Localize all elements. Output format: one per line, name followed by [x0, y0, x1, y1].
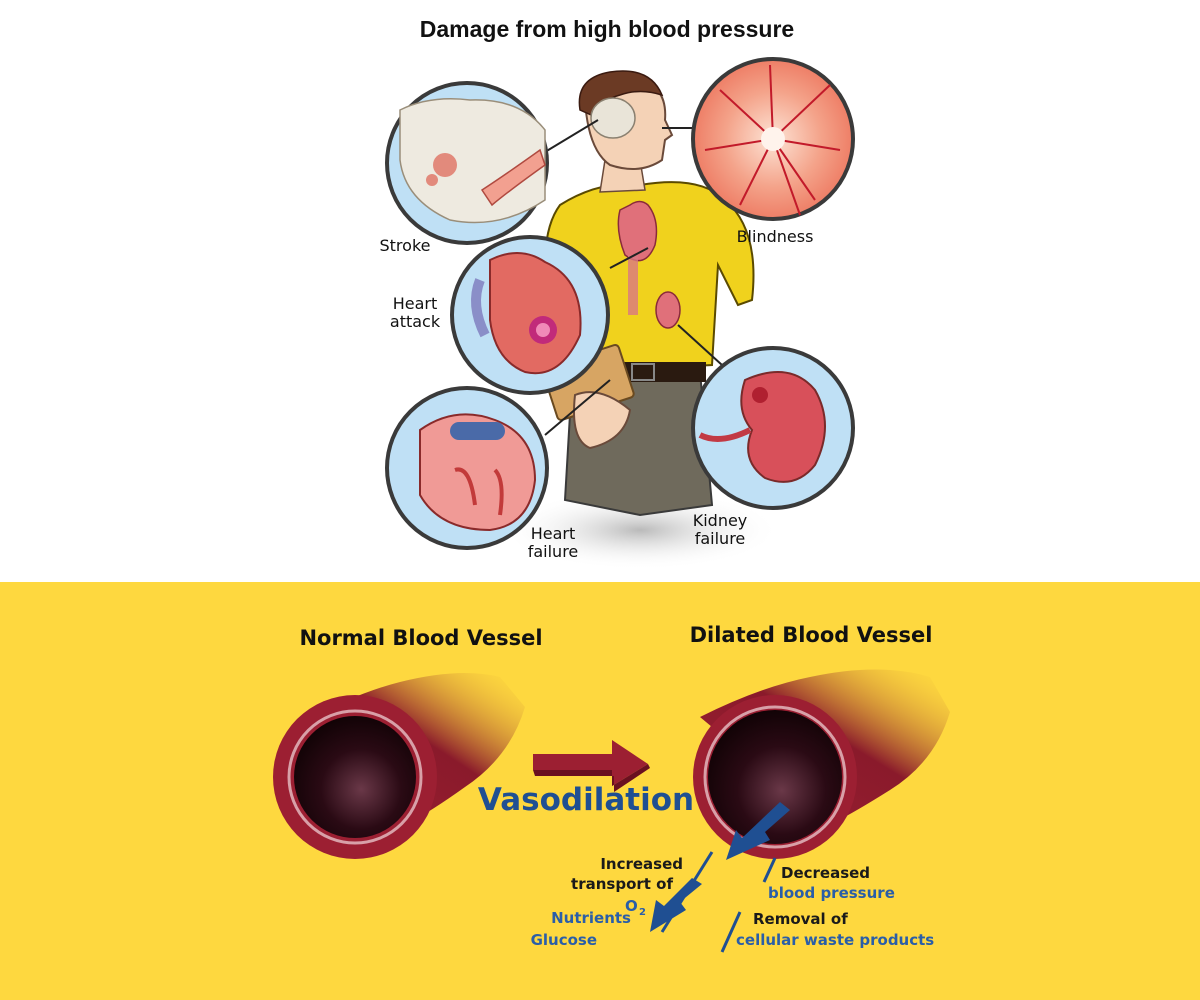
label-kidney-failure-line2: failure [695, 529, 746, 548]
heart-icon [489, 252, 582, 375]
ground-shadow [500, 490, 780, 570]
note-decreased: Decreased [781, 864, 870, 882]
note-nutrients: Nutrients [551, 909, 631, 927]
label-heart-attack-line2: attack [390, 312, 441, 331]
note-increased: Increased [600, 855, 683, 873]
normal-blood-vessel [273, 673, 525, 859]
normal-vessel-title: Normal Blood Vessel [299, 626, 542, 650]
label-stroke: Stroke [380, 236, 431, 255]
brain-icon [590, 97, 636, 139]
dilated-blood-vessel [693, 669, 950, 859]
note-removal-of: Removal of [753, 910, 848, 928]
note-transport-of: transport of [571, 875, 673, 893]
arrow-right-icon [533, 740, 650, 792]
connector-lines [539, 119, 723, 436]
kidney-failure-circle [691, 346, 855, 510]
note-o2: O [625, 897, 638, 915]
heart-in-body [617, 200, 658, 262]
label-kidney-failure-line1: Kidney [693, 511, 748, 530]
kidney-icon [740, 371, 826, 483]
damage-diagram: Damage from high blood pressure [380, 16, 855, 570]
vasodilation-diagram: Normal Blood Vessel Dilated Blood Vessel… [273, 623, 950, 953]
dilated-vessel-title: Dilated Blood Vessel [690, 623, 933, 647]
blindness-circle [691, 57, 855, 221]
stroke-circle [385, 81, 549, 245]
note-cellular-waste: cellular waste products [736, 931, 934, 949]
label-heart-failure-line2: failure [528, 542, 579, 561]
note-blood-pressure: blood pressure [768, 884, 895, 902]
bottom-panel: Normal Blood Vessel Dilated Blood Vessel… [0, 582, 1200, 1000]
page-title: Damage from high blood pressure [420, 16, 794, 42]
note-o2-subscript: 2 [639, 907, 646, 918]
label-heart-attack-line1: Heart [393, 294, 438, 313]
label-heart-failure-line1: Heart [531, 524, 576, 543]
heart-attack-circle [450, 235, 610, 395]
separator-lines [660, 851, 777, 953]
label-blindness: Blindness [737, 227, 814, 246]
top-panel: Damage from high blood pressure [379, 16, 855, 570]
note-glucose: Glucose [531, 931, 597, 949]
heart-failure-circle [385, 386, 549, 550]
vasodilation-label: Vasodilation [478, 782, 694, 818]
